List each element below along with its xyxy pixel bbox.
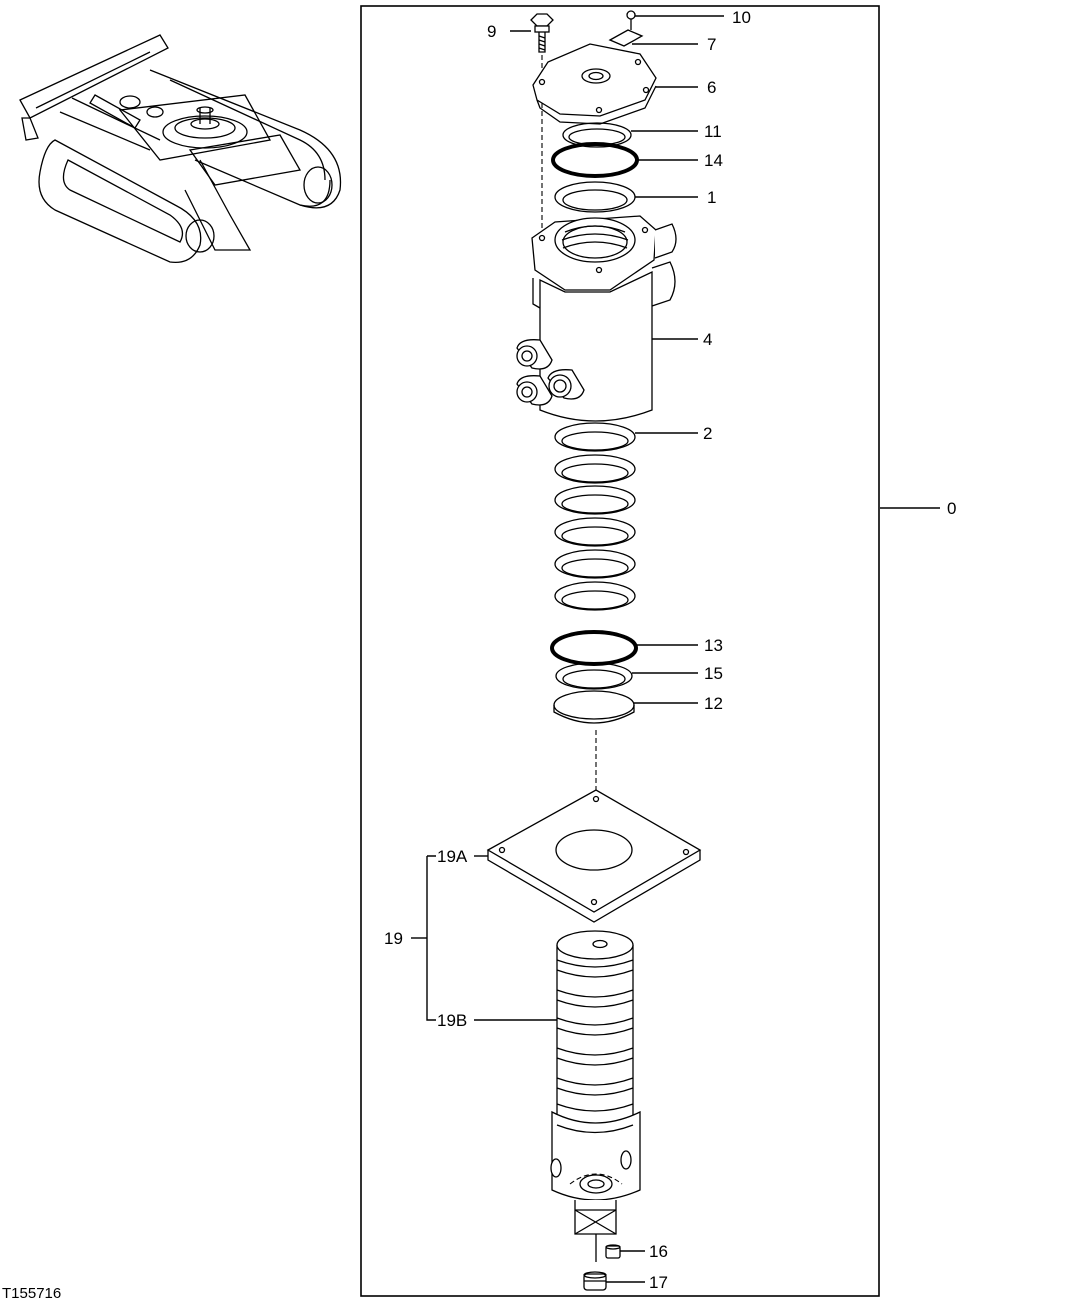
part-6-cover bbox=[532, 43, 657, 125]
part-12-ring bbox=[553, 690, 635, 724]
callout-19a: 19A bbox=[437, 847, 468, 866]
part-9-bolt bbox=[530, 13, 554, 53]
callout-10: 10 bbox=[732, 8, 751, 27]
callout-2: 2 bbox=[703, 424, 712, 443]
callout-1: 1 bbox=[707, 188, 716, 207]
part-2-seal-stack bbox=[554, 422, 636, 611]
part-7-plate bbox=[608, 29, 644, 47]
callout-9: 9 bbox=[487, 22, 496, 41]
figure-id: T155716 bbox=[2, 1285, 61, 1302]
part-10-screw bbox=[626, 10, 636, 30]
callout-19: 19 bbox=[384, 929, 403, 948]
callout-14: 14 bbox=[704, 151, 723, 170]
callout-17: 17 bbox=[649, 1273, 668, 1292]
part-19a-plate bbox=[486, 789, 702, 923]
part-16-plug bbox=[605, 1244, 621, 1259]
part-19b-rotor bbox=[550, 930, 641, 1262]
part-17-plug bbox=[583, 1271, 607, 1291]
callout-11: 11 bbox=[704, 122, 722, 141]
callout-16: 16 bbox=[649, 1242, 668, 1261]
assembly-frame bbox=[360, 5, 880, 1297]
callout-0: 0 bbox=[947, 499, 956, 518]
callout-13: 13 bbox=[704, 636, 723, 655]
part-15-ring bbox=[555, 662, 633, 690]
part-4-swivel-body bbox=[516, 215, 677, 422]
leader-lines bbox=[411, 15, 940, 1283]
callout-12: 12 bbox=[704, 694, 723, 713]
locator-machine-illustration bbox=[19, 34, 342, 264]
callout-4: 4 bbox=[703, 330, 712, 349]
callout-15: 15 bbox=[704, 664, 723, 683]
part-1-seal bbox=[554, 181, 636, 213]
callout-6: 6 bbox=[707, 78, 716, 97]
part-14-o-ring bbox=[551, 142, 639, 178]
callout-7: 7 bbox=[707, 35, 716, 54]
callout-19b: 19B bbox=[437, 1011, 467, 1030]
callout-labels: 9 10 7 6 11 14 1 4 2 0 13 15 12 19A 19 1… bbox=[384, 8, 956, 1292]
part-13-o-ring bbox=[550, 630, 638, 666]
